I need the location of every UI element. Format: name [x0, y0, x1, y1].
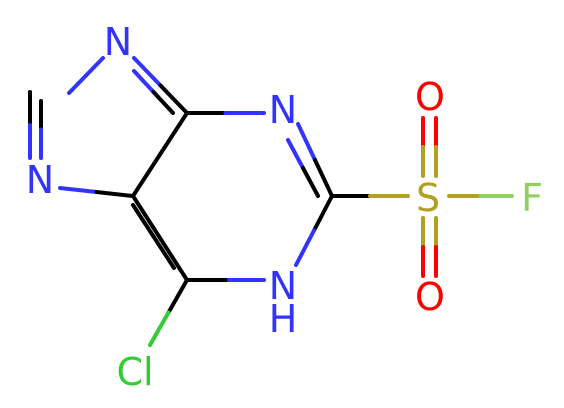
bond-n-right-to-c2-b [286, 138, 320, 198]
atom-fluorine: F [521, 176, 543, 220]
bond-segment [131, 203, 156, 239]
bond-c6-to-c5-a [131, 194, 189, 282]
bond-segment [313, 158, 334, 198]
bond-n-top-to-c4-b [132, 69, 175, 115]
bond-segment [312, 194, 334, 233]
bond-segment [151, 90, 175, 115]
bond-c4-to-c5 [131, 111, 189, 198]
bond-segment [296, 122, 317, 162]
bond-segment [131, 194, 162, 240]
bond-segment [58, 186, 99, 194]
bond-n-left-to-c5 [58, 186, 135, 198]
atom-n-left: N [26, 158, 54, 202]
atom-oxygen-bottom: O [415, 275, 445, 319]
bond-segment [158, 111, 189, 157]
bond-c6-to-c5-b [131, 203, 176, 270]
bond-segment [166, 278, 189, 315]
bond-segment [294, 228, 316, 267]
bond-n-top-to-c4-a [132, 56, 189, 115]
bond-segment [158, 236, 189, 282]
bond-segment [158, 83, 189, 115]
atom-chlorine: Cl [116, 350, 153, 394]
atom-oxygen-top: O [415, 75, 445, 119]
bond-segment [132, 69, 156, 94]
bond-segment [148, 310, 171, 347]
atom-nh-hydrogen: H [269, 297, 298, 341]
bond-segment [131, 152, 162, 198]
atom-nh-nitrogen: N [269, 264, 297, 308]
atom-n-right: N [269, 88, 297, 132]
atom-n-top: N [104, 20, 132, 64]
bond-segment [301, 166, 320, 198]
bond-layer [28, 56, 514, 347]
bond-segment [286, 138, 305, 170]
bond-segment [151, 234, 176, 270]
bond-segment [67, 73, 88, 95]
bond-c6-to-cl [148, 278, 189, 347]
bond-segment [84, 56, 105, 78]
bond-segment [132, 56, 163, 88]
bond-segment [94, 190, 135, 198]
bond-n-top-to-ch [67, 56, 105, 95]
atom-sulfur: S [416, 176, 440, 220]
atom-label-layer: N N N N H S O O F Cl [26, 20, 543, 394]
bond-n-right-to-c2-a [296, 122, 334, 198]
bond-c2-to-nh [294, 194, 334, 267]
